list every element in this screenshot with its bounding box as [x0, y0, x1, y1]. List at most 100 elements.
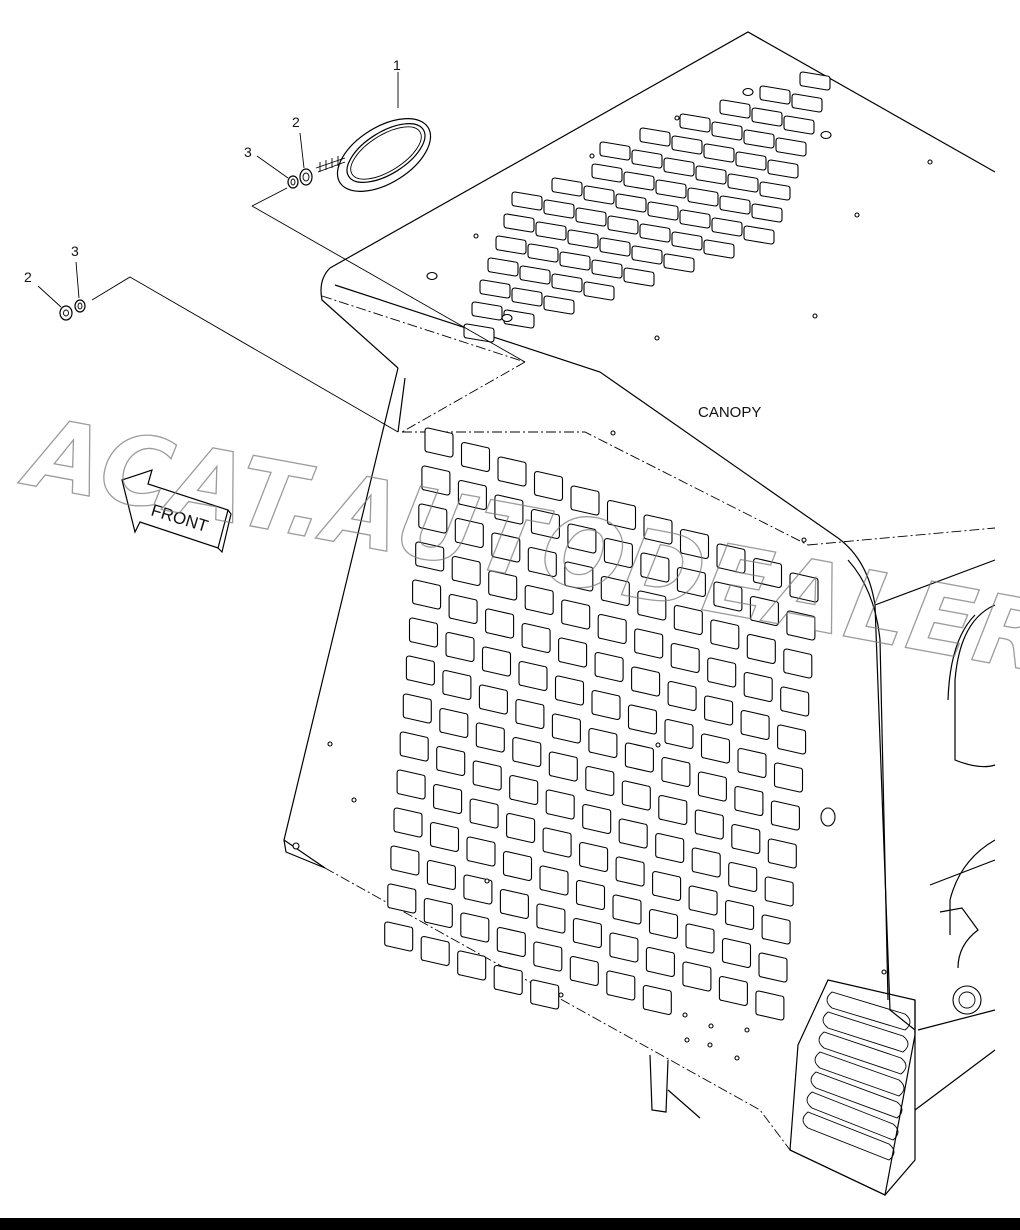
grille-slot [743, 225, 775, 245]
grille-slot [621, 780, 651, 811]
grille-slot [719, 99, 751, 119]
grille-slot [572, 917, 602, 949]
grille-slot [725, 899, 755, 931]
grille-slot [643, 514, 673, 545]
grille-slot [770, 800, 800, 831]
grille-slot [405, 655, 435, 686]
watermark: ACAT.AUTODEALER.RU [13, 395, 1020, 731]
grille-slot [511, 287, 543, 307]
grille-slot [791, 93, 823, 113]
grille-slot [718, 975, 748, 1007]
grille-slot [415, 541, 445, 572]
grille-slot [751, 203, 783, 223]
nut-washer-left [37, 261, 399, 433]
grille-slot [515, 698, 545, 730]
grille-slot [575, 207, 607, 227]
grille-slot [488, 570, 518, 601]
grille-slot [412, 579, 442, 610]
grille-slot [519, 265, 551, 285]
grille-slot [606, 499, 637, 531]
grille-slot [761, 914, 791, 945]
grille-slot [597, 613, 627, 645]
canopy-roof [320, 31, 996, 606]
grille-slot [569, 955, 599, 987]
grille-slot [582, 803, 612, 835]
grille-slot [471, 301, 503, 321]
grille-slot [457, 479, 487, 511]
grille-slot [603, 537, 633, 569]
grille-slot [558, 637, 588, 668]
grille-slot [721, 937, 752, 969]
grille-slot [703, 143, 735, 163]
grille-slot [716, 543, 746, 574]
grille-slot [487, 257, 519, 277]
grille-slot [421, 465, 451, 496]
grille-slot [418, 503, 448, 534]
grille-slot [671, 135, 703, 155]
grille-slot [777, 724, 807, 755]
grille-slot [479, 279, 511, 299]
grille-slot [424, 427, 454, 458]
grille-slot [606, 970, 636, 1001]
grille-slot [691, 847, 721, 878]
grille-slot [688, 885, 718, 916]
grille-slot [469, 798, 499, 829]
grille-slot [491, 532, 521, 563]
grille-slot [499, 888, 529, 920]
grille-slot [775, 137, 807, 157]
grille-slot [559, 251, 591, 271]
side-holes [292, 430, 887, 1061]
grille-slot [503, 309, 535, 329]
grille-slot [731, 823, 761, 855]
grille-slot [645, 946, 675, 978]
grille-slot [746, 633, 776, 665]
grille-slot [390, 845, 420, 876]
grille-slot [512, 736, 542, 768]
grille-slot [527, 546, 557, 578]
grille-slot [570, 485, 600, 516]
grille-slot [752, 557, 783, 589]
grille-slot [758, 952, 788, 983]
grille-slot [561, 599, 591, 630]
grille-slot [496, 926, 526, 958]
grille-slot [423, 897, 453, 929]
grille-slot [591, 689, 621, 721]
grille-slot [670, 642, 700, 674]
grille-slot [460, 912, 490, 943]
grille-slot [711, 217, 743, 237]
grille-slot [685, 923, 715, 954]
grille-slot [663, 253, 695, 273]
grille-slot [755, 990, 785, 1021]
grille-slot [567, 523, 597, 554]
grille-slot [509, 774, 539, 806]
grille-slot [521, 622, 551, 654]
grille-slot [687, 187, 719, 207]
grille-slot [448, 593, 478, 625]
grille-slot [728, 861, 758, 893]
grille-slot [631, 245, 663, 265]
grille-slot [634, 628, 664, 659]
grille-slot [594, 651, 624, 683]
grille-slot [764, 876, 794, 907]
label-part-2-top: 2 [292, 114, 300, 130]
grille-slot [652, 870, 682, 902]
grille-slot [759, 85, 791, 105]
grille-slot [667, 680, 697, 712]
grille-slot [642, 984, 672, 1016]
grille-slot [527, 243, 559, 263]
grille-slot [399, 731, 429, 762]
grille-slot [457, 950, 487, 981]
grille-slot [749, 595, 779, 627]
grille-slot [780, 686, 810, 717]
grille-slot [502, 850, 533, 882]
grille-slot [551, 713, 581, 744]
grille-slot [623, 171, 655, 191]
label-canopy: CANOPY [698, 404, 761, 421]
grille-slot [600, 575, 630, 607]
label-part-1: 1 [393, 57, 401, 73]
grille-slot [445, 631, 475, 663]
grille-slot [495, 235, 527, 255]
grille-slot [466, 836, 496, 867]
grille-slot [599, 237, 631, 257]
grille-slot [575, 879, 606, 911]
